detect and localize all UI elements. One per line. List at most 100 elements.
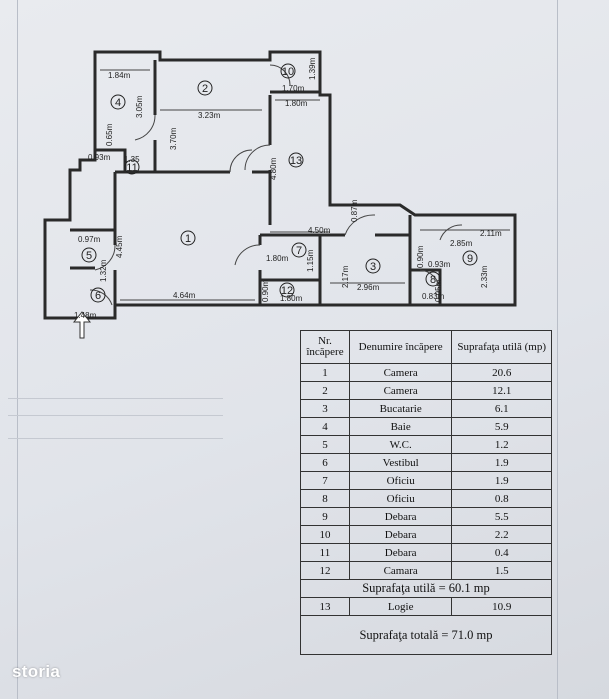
room-number: 9 [467, 253, 473, 265]
room-number: 5 [86, 250, 92, 262]
cell-name: W.C. [348, 435, 453, 454]
faint-rule [8, 438, 223, 439]
room-number: 8 [430, 274, 436, 286]
dimension-label: 4.45m [115, 235, 124, 258]
outer-wall [43, 50, 517, 320]
cell-name: Oficiu [348, 489, 453, 508]
faint-rule [8, 398, 223, 399]
logia-area: 10.9 [451, 597, 552, 616]
table-header-row: Nr. încăpere Denumire încăpere Suprafaţa… [300, 330, 552, 364]
header-name: Denumire încăpere [348, 330, 453, 364]
door-swing [229, 149, 253, 173]
door-swing [344, 214, 376, 236]
cell-nr: 9 [300, 507, 350, 526]
cell-area: 1.9 [451, 471, 552, 490]
logia-nr: 13 [300, 597, 350, 616]
door-swing [234, 244, 261, 266]
dimension-label: 2.17m [341, 265, 350, 288]
dimension-label: 0.90m [261, 279, 270, 302]
dimension-label: 0.95m [434, 279, 443, 302]
door-swing [419, 269, 441, 291]
cell-nr: 6 [300, 453, 350, 472]
cell-area: 1.5 [451, 561, 552, 580]
cell-name: Camera [348, 381, 453, 400]
cell-area: 1.2 [451, 435, 552, 454]
dimension-label: 0.93m [88, 153, 111, 162]
cell-name: Vestibul [348, 453, 453, 472]
dimension-label: 4.80m [269, 157, 278, 180]
dimension-label: 3.05m [135, 95, 144, 118]
useful-area-total: Suprafaţa utilă = 60.1 mp [300, 579, 552, 598]
page-fold-line [17, 0, 18, 699]
cell-area: 12.1 [451, 381, 552, 400]
cell-nr: 4 [300, 417, 350, 436]
floor-plan: 2 4 10 11 13 1 5 6 7 3 8 9 12 1.84m 3.05… [40, 40, 550, 340]
room-number: 10 [282, 66, 294, 78]
dimension-label: 0.83m [422, 292, 445, 301]
dimension-label: 0.97m [78, 235, 101, 244]
cell-nr: 3 [300, 399, 350, 418]
cell-area: 2.2 [451, 525, 552, 544]
dimension-label: 0.90m [416, 245, 425, 268]
cell-nr: 1 [300, 363, 350, 382]
door-swing [244, 144, 271, 171]
dimension-label: 1.15m [306, 249, 315, 272]
dimension-label: 1.80m [285, 99, 308, 108]
dimension-label: 2.33m [480, 265, 489, 288]
dimension-label: 1.32m [99, 259, 108, 282]
cell-name: Debara [348, 525, 453, 544]
cell-area: 1.9 [451, 453, 552, 472]
room-number: 3 [370, 261, 376, 273]
storia-watermark: storia [12, 662, 61, 681]
header-nr: Nr. încăpere [300, 330, 350, 364]
dimension-label: 0.87m [350, 199, 359, 222]
dimension-label: 3.70m [169, 127, 178, 150]
room-number: 7 [296, 245, 302, 257]
dimension-label: 1.80m [280, 294, 303, 303]
cell-name: Baie [348, 417, 453, 436]
cell-nr: 7 [300, 471, 350, 490]
cell-name: Camera [348, 363, 453, 382]
cell-area: 0.4 [451, 543, 552, 562]
cell-name: Debara [348, 543, 453, 562]
dimension-label: 1.70m [282, 84, 305, 93]
cell-area: 5.9 [451, 417, 552, 436]
dimension-label: 4.64m [173, 291, 196, 300]
cell-name: Oficiu [348, 471, 453, 490]
dimension-label: 0.93m [428, 260, 451, 269]
dimension-label: 1.35 [124, 155, 140, 164]
cell-name: Camara [348, 561, 453, 580]
interior-wall [70, 228, 117, 305]
room-number: 11 [126, 162, 137, 174]
door-swing [439, 224, 463, 241]
cell-area: 20.6 [451, 363, 552, 382]
room-number: 2 [202, 83, 208, 95]
dimension-label: 1.84m [108, 71, 131, 80]
cell-area: 6.1 [451, 399, 552, 418]
page-fold-line [557, 0, 558, 699]
cell-area: 0.8 [451, 489, 552, 508]
room-number: 6 [95, 290, 101, 302]
table-row: 13 Logie 10.9 [300, 597, 552, 616]
logia-name: Logie [348, 597, 453, 616]
dimension-label: 2.11m [480, 229, 502, 238]
cell-name: Debara [348, 507, 453, 526]
door-swing [269, 64, 291, 86]
door-swing [134, 114, 156, 141]
room-number: 4 [115, 97, 121, 109]
area-table: Nr. încăpere Denumire încăpere Suprafaţa… [300, 330, 552, 655]
room-number: 13 [290, 155, 302, 167]
door-swing [94, 244, 116, 271]
cell-name: Bucatarie [348, 399, 453, 418]
cell-nr: 8 [300, 489, 350, 508]
faint-rule [8, 415, 223, 416]
